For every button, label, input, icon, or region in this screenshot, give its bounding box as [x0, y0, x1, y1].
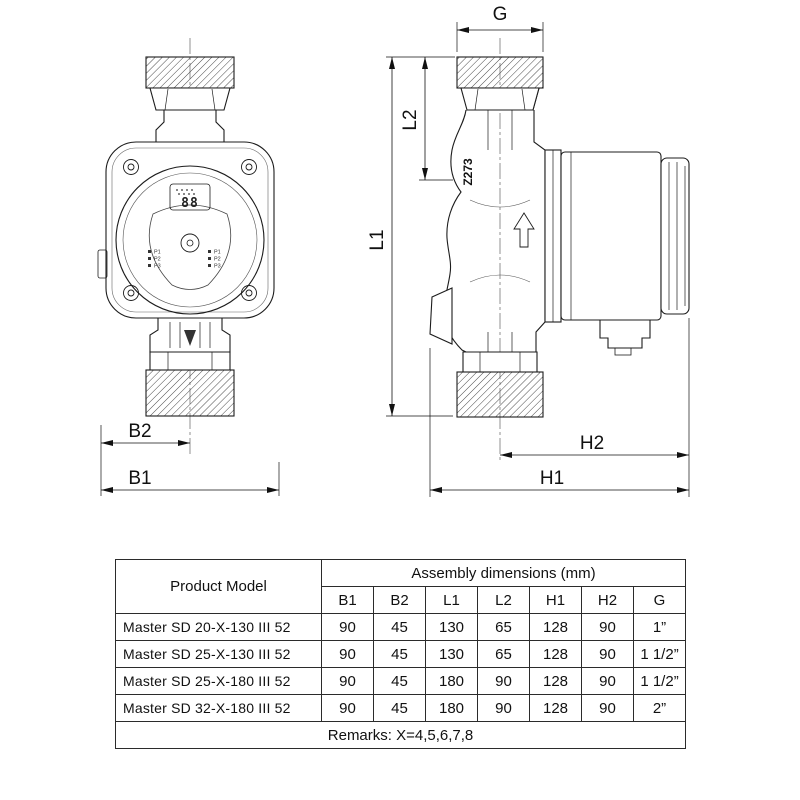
table-cell: 90 [581, 667, 634, 695]
front-bottom-nut [149, 351, 231, 371]
terminal-box [599, 319, 651, 349]
table-cell: 128 [529, 613, 582, 641]
table-row: Master SD 20-X-130 III 52 90 45 130 65 1… [115, 613, 687, 641]
side-dimensions: G L1 L2 H2 H1 [367, 4, 690, 497]
technical-drawing: 88 P1 P2 P3 P1 P2 P3 [97, 4, 690, 497]
table-cell: 130 [425, 613, 478, 641]
dim-label-h1: H1 [540, 468, 564, 489]
front-top-thread [145, 56, 235, 89]
model-cell: Master SD 25-X-180 III 52 [115, 667, 322, 695]
motor-end-cap [660, 157, 690, 315]
dim-label-l1: L1 [367, 229, 388, 250]
product-model-header: Product Model [115, 559, 322, 614]
front-top-nut [149, 87, 231, 111]
selector-knob [180, 233, 200, 253]
remarks-cell: Remarks: X=4,5,6,7,8 [114, 721, 687, 749]
table-cell: 90 [321, 694, 374, 722]
front-bottom-thread [145, 369, 235, 417]
table-cell: 128 [529, 694, 582, 722]
column-header-g: G [632, 586, 687, 614]
table-cell: 45 [373, 667, 426, 695]
table-header-row: Product Model Assembly dimensions (mm) [115, 559, 687, 614]
dimensions-table: Product Model Assembly dimensions (mm) B… [114, 559, 687, 749]
led-digits: 88 [181, 196, 199, 211]
mode-labels: P1 P2 P3 P1 P2 P3 [148, 250, 221, 270]
column-header-b2: B2 [373, 586, 426, 614]
pump-body-inner [111, 147, 269, 313]
drain-flange [429, 287, 453, 345]
led-dots [176, 189, 195, 195]
face-trefoil [148, 204, 232, 290]
svg-text:P3: P3 [214, 264, 221, 270]
control-face-inner [122, 172, 258, 308]
table-row: Master SD 25-X-130 III 52 90 45 130 65 1… [115, 640, 687, 668]
table-cell: 90 [477, 667, 530, 695]
led-display [169, 183, 211, 211]
motor-marking: Z273 [461, 158, 475, 186]
casing-right-contour [533, 110, 546, 352]
table-cell: 45 [373, 613, 426, 641]
model-cell: Master SD 20-X-130 III 52 [115, 613, 322, 641]
svg-text:P2: P2 [154, 257, 161, 263]
table-cell: 90 [581, 613, 634, 641]
dim-label-b1: B1 [128, 468, 151, 489]
model-cell: Master SD 25-X-130 III 52 [115, 640, 322, 668]
table-row: Master SD 32-X-180 III 52 90 45 180 90 1… [115, 694, 687, 722]
table-cell: 180 [425, 694, 478, 722]
table-cell: 128 [529, 640, 582, 668]
table-cell: 45 [373, 694, 426, 722]
table-cell: 65 [477, 640, 530, 668]
side-view: Z273 [429, 38, 690, 460]
front-dimensions: B2 B1 [100, 421, 280, 496]
dim-label-b2: B2 [128, 421, 151, 442]
table-cell: 65 [477, 613, 530, 641]
bracket-pointer [184, 330, 196, 346]
column-header-b1: B1 [321, 586, 374, 614]
front-view: 88 P1 P2 P3 P1 P2 P3 [97, 38, 275, 456]
table-cell: 1 1/2” [632, 640, 687, 668]
table-cell: 90 [477, 694, 530, 722]
table-row: Master SD 25-X-180 III 52 90 45 180 90 1… [115, 667, 687, 695]
svg-text:P1: P1 [154, 250, 161, 256]
column-header-l2: L2 [477, 586, 530, 614]
side-bottom-thread [456, 371, 544, 418]
side-top-thread [456, 56, 544, 89]
model-cell: Master SD 32-X-180 III 52 [115, 694, 322, 722]
table-cell: 90 [321, 640, 374, 668]
svg-text:P3: P3 [154, 264, 161, 270]
front-neck [155, 109, 225, 143]
table-cell: 1” [632, 613, 687, 641]
dim-label-h2: H2 [580, 433, 604, 454]
table-cell: 130 [425, 640, 478, 668]
dim-label-l2: L2 [400, 109, 421, 130]
svg-text:P2: P2 [214, 257, 221, 263]
column-header-h2: H2 [581, 586, 634, 614]
cable-gland [614, 347, 632, 356]
flow-arrow [513, 212, 535, 248]
table-cell: 180 [425, 667, 478, 695]
table-cell: 128 [529, 667, 582, 695]
control-face-outer [115, 165, 265, 315]
motor-body [560, 151, 662, 321]
column-header-l1: L1 [425, 586, 478, 614]
table-cell: 90 [581, 640, 634, 668]
svg-text:P1: P1 [214, 250, 221, 256]
table-cell: 90 [581, 694, 634, 722]
table-cell: 2” [632, 694, 687, 722]
assembly-dimensions-header: Assembly dimensions (mm) [320, 559, 687, 587]
side-bottom-nut [462, 351, 538, 373]
pump-body [105, 141, 275, 319]
table-cell: 90 [321, 613, 374, 641]
table-cell: 45 [373, 640, 426, 668]
table-remarks-row: Remarks: X=4,5,6,7,8 [114, 721, 687, 749]
table-columns-row: B1 B2 L1 L2 H1 H2 G [116, 586, 687, 614]
column-header-h1: H1 [529, 586, 582, 614]
table-cell: 90 [321, 667, 374, 695]
side-connector [97, 249, 108, 279]
table-cell: 1 1/2” [632, 667, 687, 695]
dim-label-g: G [493, 4, 508, 25]
